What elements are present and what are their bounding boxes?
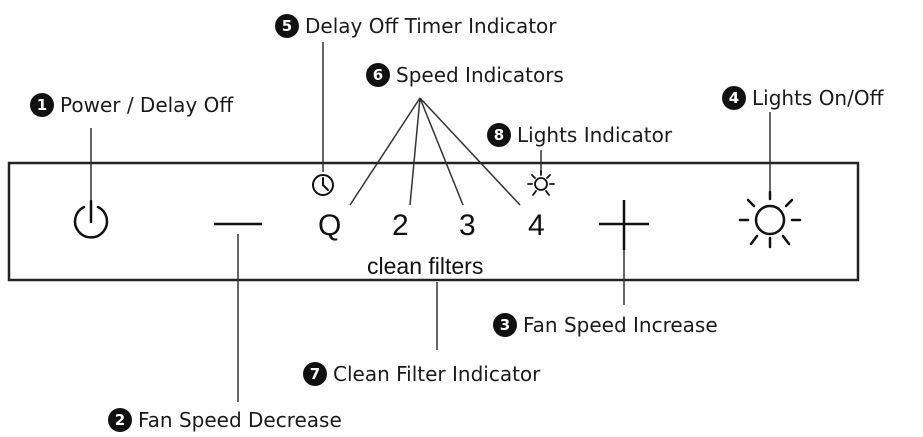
speed-q: Q xyxy=(318,209,342,242)
callout-label: Speed Indicators xyxy=(396,63,564,87)
timer-icon xyxy=(312,174,334,196)
callout-label: Delay Off Timer Indicator xyxy=(305,14,557,38)
callout-label: Lights On/Off xyxy=(752,86,884,110)
callout-4: 4 Lights On/Off xyxy=(722,86,883,110)
callout-number: 4 xyxy=(722,86,746,110)
callout-number: 8 xyxy=(487,123,511,147)
callout-label: Fan Speed Decrease xyxy=(138,408,342,432)
plus-icon xyxy=(599,200,649,250)
light-indicator-icon xyxy=(527,170,555,196)
callout-7: 7 Clean Filter Indicator xyxy=(303,362,540,386)
leader-line-6c xyxy=(419,97,464,206)
callout-label: Lights Indicator xyxy=(517,123,673,147)
clean-filters-text: clean filters xyxy=(367,253,484,279)
callout-label: Fan Speed Increase xyxy=(523,313,718,337)
leader-line-6d xyxy=(419,97,521,206)
callout-number: 2 xyxy=(108,408,132,432)
speed-2: 2 xyxy=(392,209,409,242)
callout-3: 3 Fan Speed Increase xyxy=(493,313,718,337)
power-icon xyxy=(73,199,109,239)
callout-1: 1 Power / Delay Off xyxy=(30,93,233,117)
callout-label: Clean Filter Indicator xyxy=(333,362,541,386)
callout-number: 6 xyxy=(366,63,390,87)
speed-4: 4 xyxy=(528,209,545,242)
callout-6: 6 Speed Indicators xyxy=(366,63,564,87)
callout-label: Power / Delay Off xyxy=(60,93,234,117)
callout-2: 2 Fan Speed Decrease xyxy=(108,408,342,432)
callout-8: 8 Lights Indicator xyxy=(487,123,672,147)
callout-number: 1 xyxy=(30,93,54,117)
callout-number: 3 xyxy=(493,313,517,337)
leader-line-6a xyxy=(349,97,421,206)
speed-3: 3 xyxy=(459,209,476,242)
callout-5: 5 Delay Off Timer Indicator xyxy=(275,14,557,38)
leader-line-6b xyxy=(409,97,421,206)
leader-lines xyxy=(90,42,771,402)
callout-number: 5 xyxy=(275,14,299,38)
light-bulb-icon xyxy=(738,190,802,249)
callout-number: 7 xyxy=(303,362,327,386)
control-panel xyxy=(7,161,860,282)
